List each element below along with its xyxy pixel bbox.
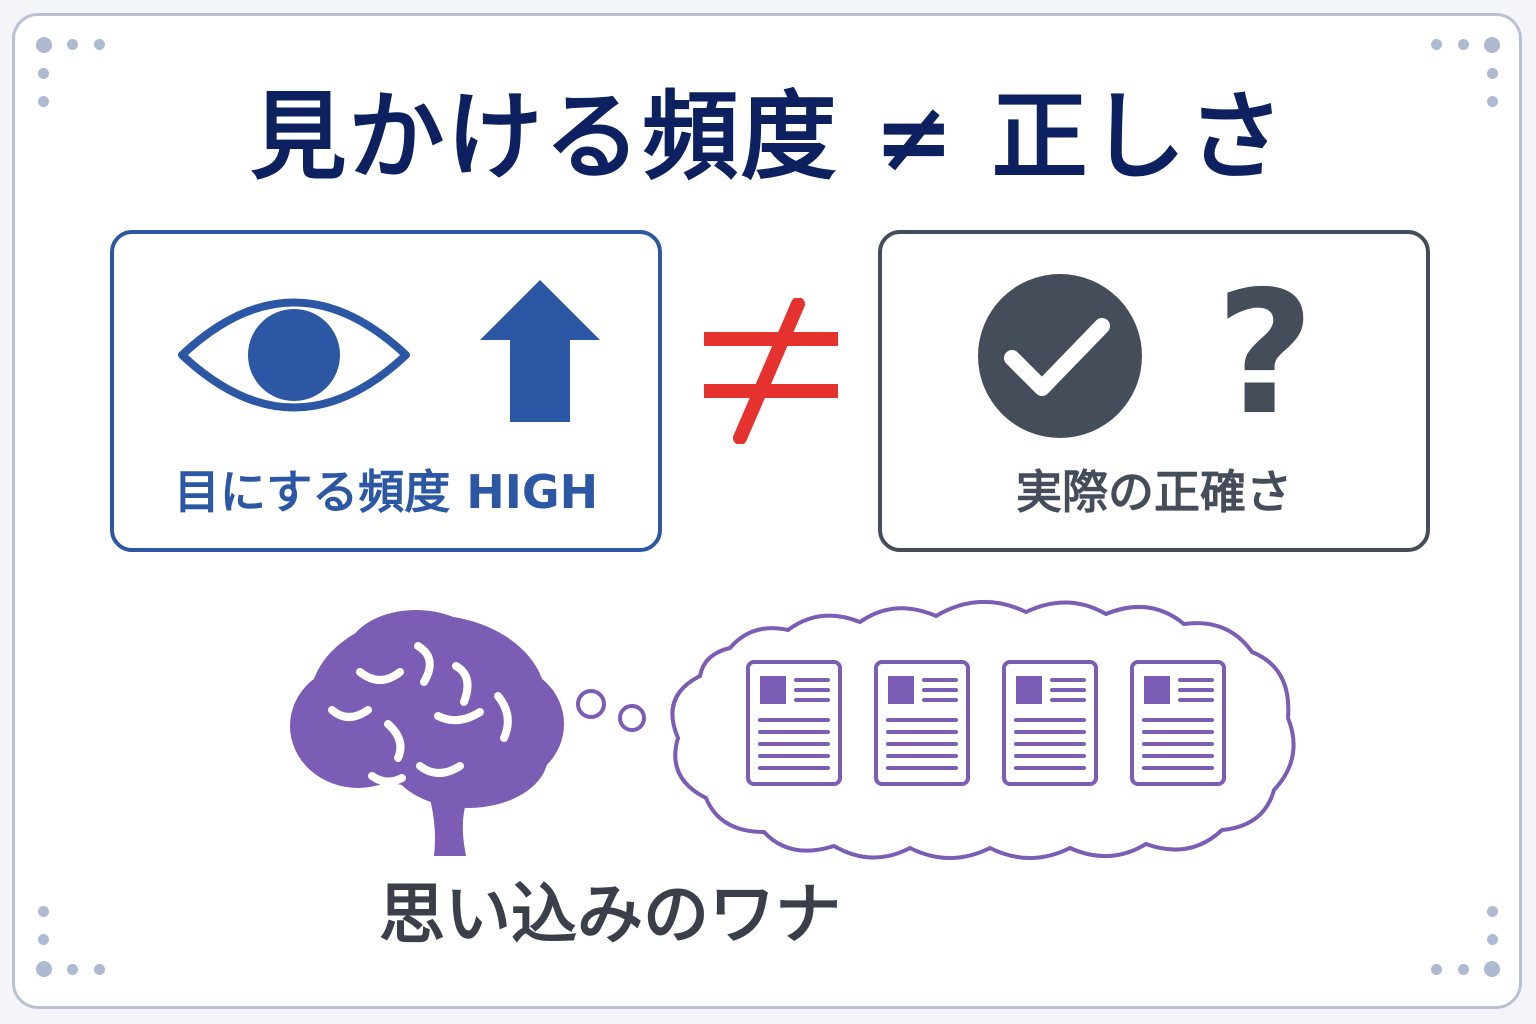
- page-title: 見かける頻度 ≠ 正しさ: [250, 81, 1286, 193]
- document-icon: [1130, 660, 1226, 786]
- document-icon: [874, 660, 970, 786]
- frequency-panel: 目にする頻度 HIGH: [110, 230, 662, 552]
- not-equal-icon: [704, 298, 838, 444]
- brain-icon: [290, 610, 564, 856]
- document-icon: [1002, 660, 1098, 786]
- accuracy-label: 実際の正確さ: [1016, 465, 1292, 519]
- check-circle-icon: [978, 274, 1142, 438]
- trap-caption: 思い込みのワナ: [379, 876, 841, 953]
- thought-dot-large: [576, 689, 606, 719]
- arrow-up-icon: [480, 280, 600, 422]
- document-icon: [746, 660, 842, 786]
- frequency-label: 目にする頻度 HIGH: [173, 465, 599, 519]
- eye-icon: [178, 298, 410, 412]
- accuracy-panel: ? 実際の正確さ: [878, 230, 1430, 552]
- question-mark: ?: [1215, 255, 1315, 453]
- thought-dot-small: [618, 704, 646, 732]
